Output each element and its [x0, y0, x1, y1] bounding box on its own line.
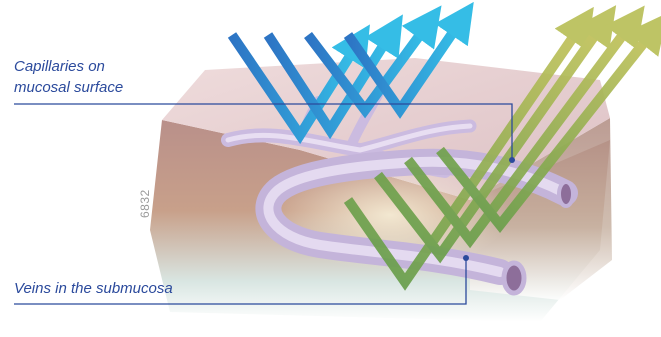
capillaries-label-line2: mucosal surface: [14, 77, 123, 98]
capillaries-leader-dot: [509, 157, 515, 163]
capillaries-label-line1: Capillaries on: [14, 56, 123, 77]
figure-number: 6832: [138, 189, 152, 218]
vein-opening-front: [504, 263, 524, 293]
vein-opening-right: [559, 182, 573, 206]
capillaries-label: Capillaries on mucosal surface: [14, 56, 123, 98]
veins-label: Veins in the submucosa: [14, 278, 173, 299]
veins-leader-dot: [463, 255, 469, 261]
